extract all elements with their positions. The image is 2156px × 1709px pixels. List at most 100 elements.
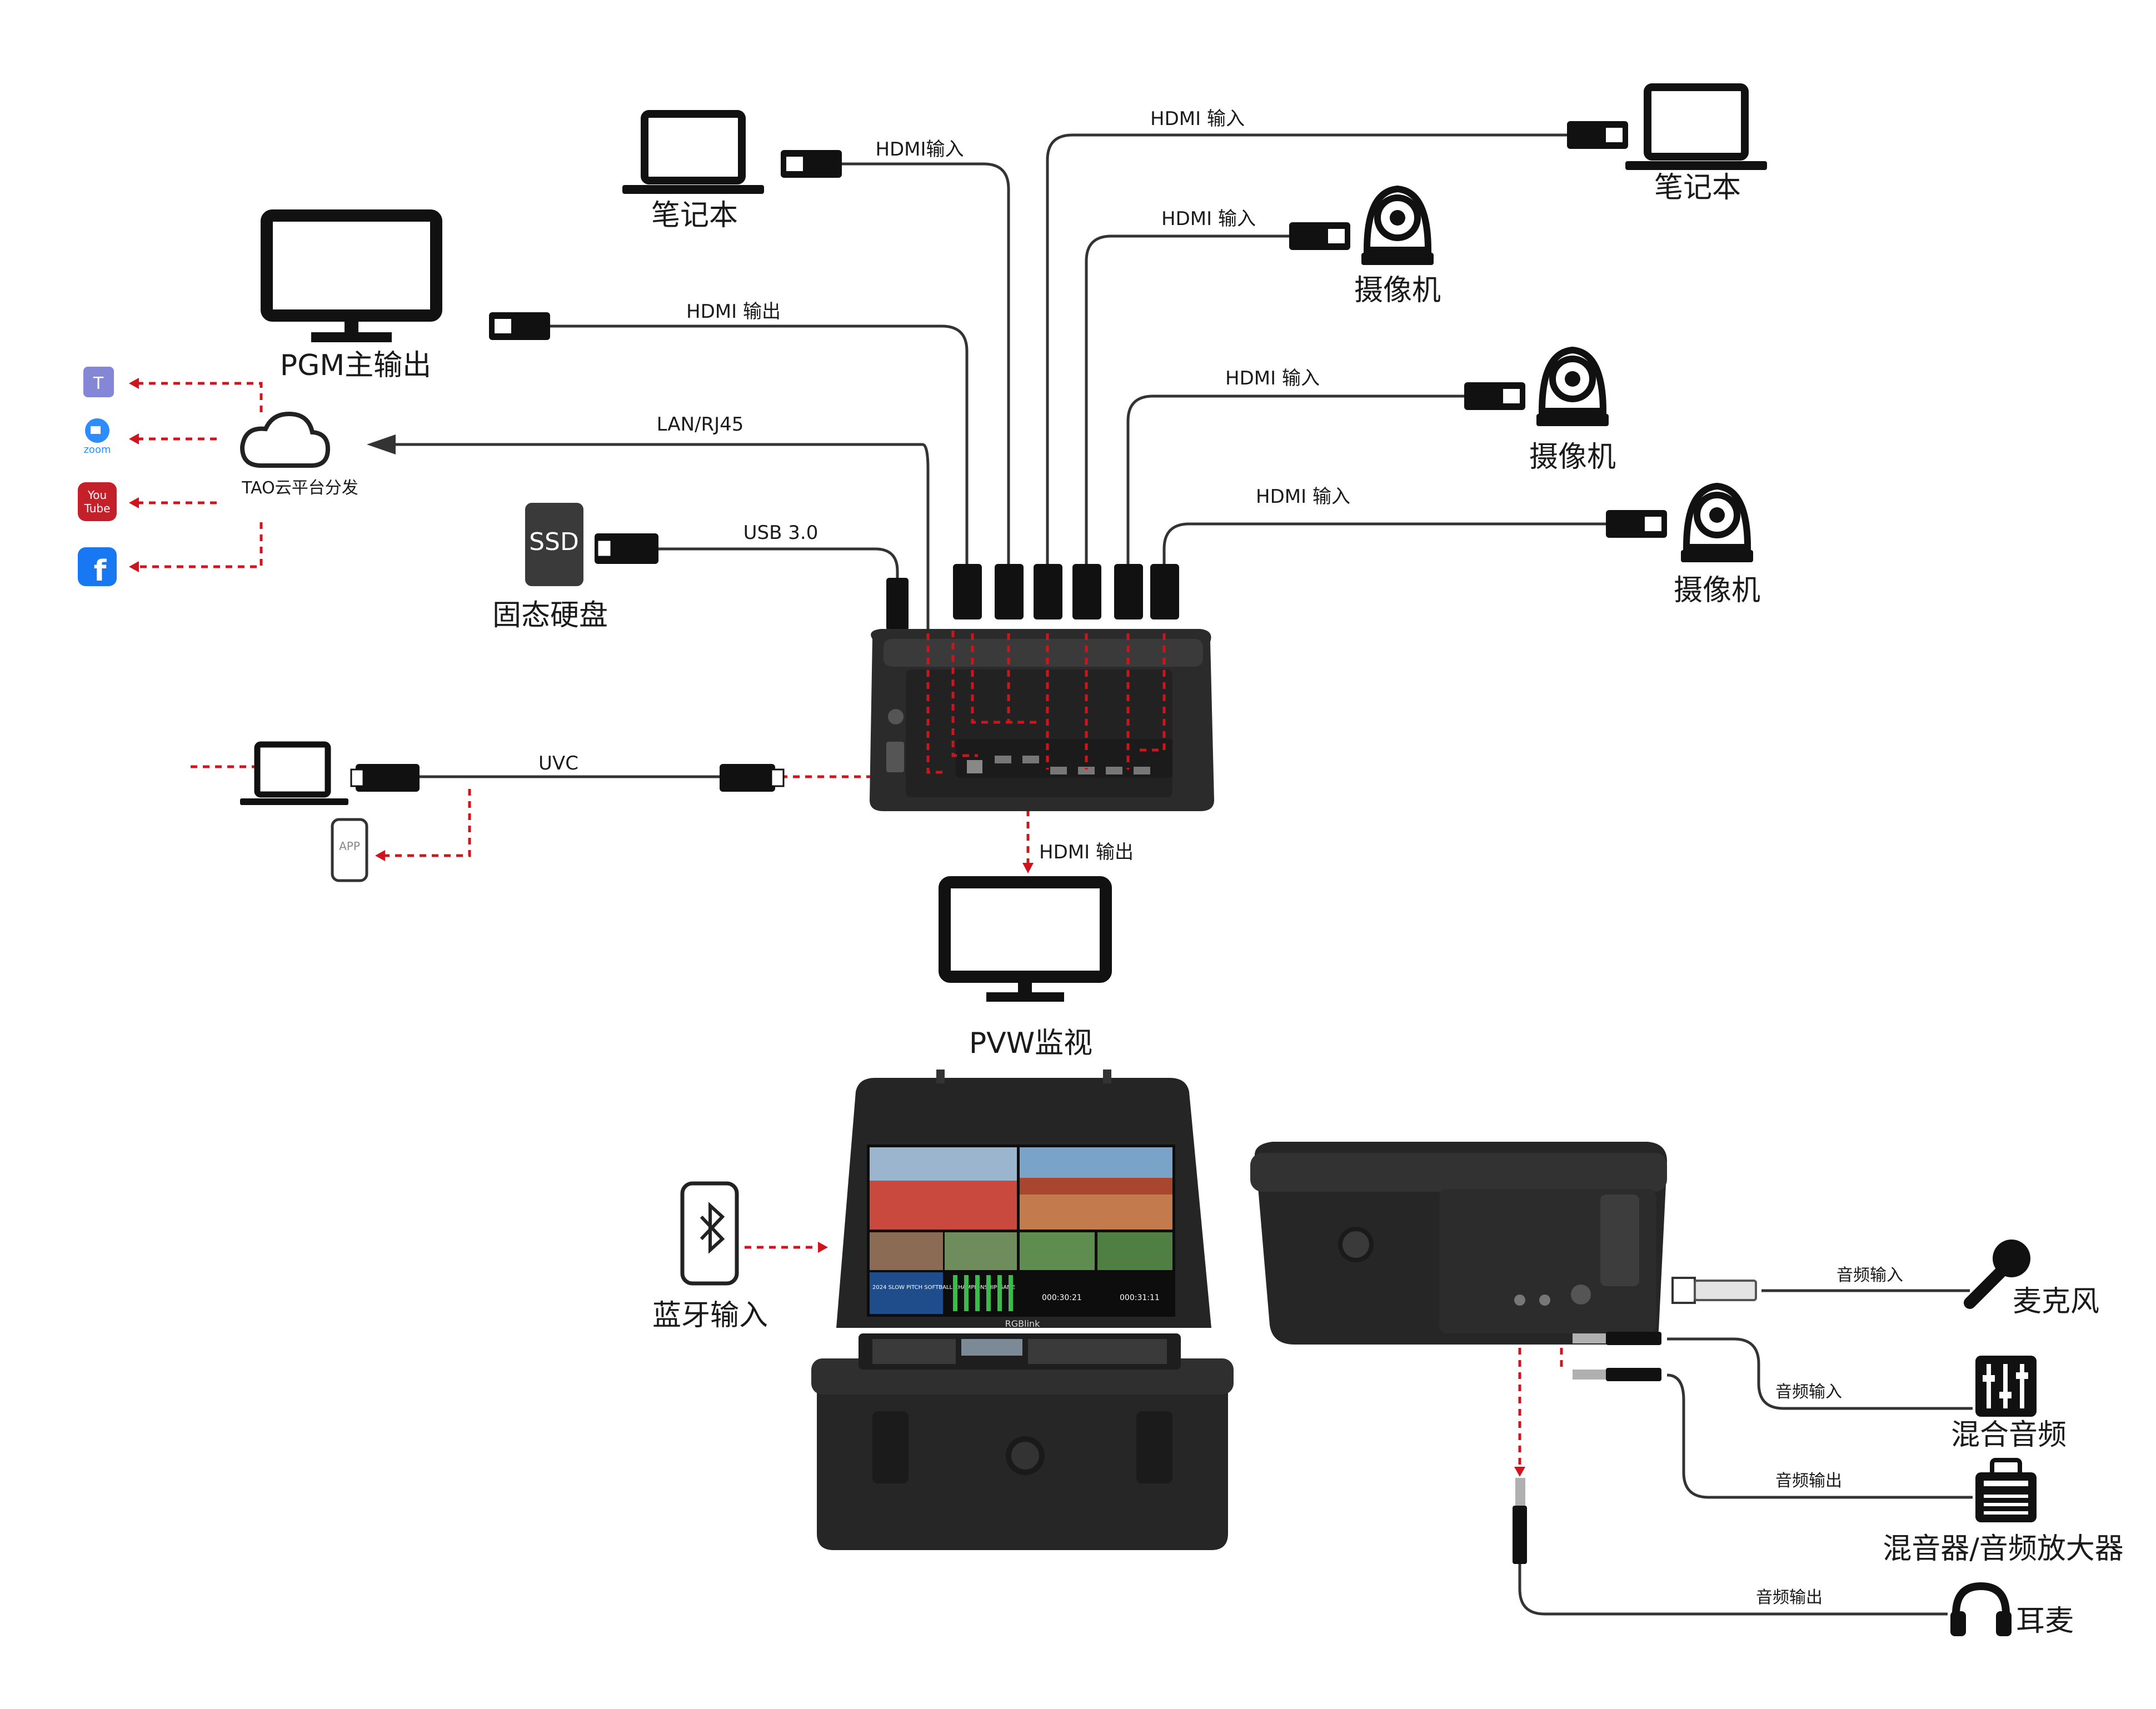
arrow-youtube-icon (129, 497, 139, 508)
mixer-amplifier: 混音器/音频放大器 (1883, 1458, 2124, 1566)
mixer-audio: 混合音频 (1951, 1356, 2067, 1452)
trs-plug-headset-icon (1513, 1478, 1527, 1564)
ptz-camera-icon (1681, 482, 1753, 562)
cable-laptop-right (1046, 133, 1570, 567)
monitor-icon (939, 876, 1112, 1002)
bluetooth-icon (700, 1202, 725, 1254)
svg-text:f: f (94, 554, 107, 588)
headset: 耳麦 (1950, 1582, 2074, 1638)
ptz-camera-icon (1536, 346, 1609, 426)
amplifier-icon (1975, 1458, 2037, 1522)
pgm-monitor: PGM主输出 (261, 209, 442, 382)
switcher-case-rear (870, 629, 1214, 811)
rear-signal-guides (926, 631, 1166, 774)
label-audio-out-headset: 音频输出 (1756, 1588, 1823, 1607)
pvw-monitor: PVW监视 (939, 876, 1112, 1060)
microphone-label: 麦克风 (2013, 1285, 2099, 1318)
cable-pgm-out (550, 324, 969, 567)
record-time-2: 000:31:11 (1120, 1293, 1160, 1302)
svg-text:You: You (87, 488, 107, 502)
signal-facebook (136, 522, 263, 568)
cloud-platform: TAO云平台分发 (239, 411, 358, 498)
mixer-amplifier-label: 混音器/音频放大器 (1883, 1532, 2124, 1566)
laptop-icon (240, 741, 348, 805)
app-phone: APP (331, 818, 368, 882)
uvc-plug-box-icon (720, 764, 785, 792)
laptop-icon (622, 110, 764, 194)
latch-icon (1338, 1227, 1374, 1262)
app-label: APP (339, 839, 360, 853)
label-hdmi-out-pgm: HDMI 输出 (686, 301, 781, 323)
laptop-right-label: 笔记本 (1654, 171, 1741, 204)
headphones-icon (1950, 1582, 2012, 1636)
cloud-icon (239, 411, 331, 468)
camera-3: 摄像机 (1674, 482, 1760, 607)
camera-3-label: 摄像机 (1674, 574, 1760, 607)
audio-meters-icon (953, 1275, 1013, 1311)
label-hdmi-in-laptop-left: HDMI输入 (875, 138, 964, 161)
arrow-pvw-icon (1022, 863, 1034, 873)
label-lan: LAN/RJ45 (657, 413, 744, 436)
control-panel-keys-icon (872, 1339, 1167, 1364)
camera-2-label: 摄像机 (1529, 441, 1616, 474)
mixer-audio-label: 混合音频 (1951, 1418, 2067, 1452)
lan-arrow-icon (367, 434, 396, 454)
hdmi-plug-laptop-left-icon (781, 150, 842, 178)
audio-connectors (1513, 1277, 1757, 1564)
hdmi-plug-laptop-right-icon (1567, 121, 1628, 149)
link-labels: HDMI输入 HDMI 输入 HDMI 输入 HDMI 输出 HDMI 输入 L… (538, 108, 1903, 1607)
arrow-app-icon (375, 850, 385, 861)
youtube-icon: You Tube (78, 482, 117, 521)
cloud-label: TAO云平台分发 (241, 478, 358, 498)
label-hdmi-in-camera-2: HDMI 输入 (1225, 367, 1320, 389)
label-usb: USB 3.0 (743, 522, 819, 544)
latch-icon (1006, 1436, 1045, 1475)
trs-plug-mixer-icon (1573, 1332, 1661, 1345)
streaming-platforms: T zoom You Tube f (78, 367, 117, 588)
arrow-zoom-icon (129, 433, 139, 444)
facebook-icon: f (78, 547, 117, 588)
trs-plug-amp-icon (1573, 1368, 1661, 1381)
screen-title: 2024 SLOW PITCH SOFTBALL CHAMPIONSHIP GA… (872, 1285, 1015, 1291)
ssd-chip-text: SSD (529, 528, 579, 556)
signal-teams (136, 382, 263, 412)
cable-usb (656, 547, 899, 586)
laptop-left-label: 笔记本 (651, 199, 738, 232)
signal-app (383, 789, 471, 857)
uvc-laptop (240, 741, 348, 805)
arrow-bluetooth-icon (818, 1242, 828, 1253)
svg-text:T: T (93, 374, 104, 393)
laptop-icon (1625, 83, 1767, 170)
usb-plug-box-icon (886, 578, 909, 631)
label-hdmi-out-pvw: HDMI 输出 (1039, 841, 1134, 863)
switcher-case-side (1250, 1142, 1667, 1345)
pgm-monitor-label: PGM主输出 (280, 349, 432, 382)
label-hdmi-in-camera-1: HDMI 输入 (1161, 208, 1256, 230)
cables (367, 133, 1973, 1616)
hdmi-connectors (350, 121, 1667, 792)
arrow-teams-icon (129, 378, 139, 389)
arrow-headset-icon (1514, 1467, 1525, 1477)
zoom-icon: zoom (83, 418, 111, 456)
hdmi-port-row-icon (953, 564, 1179, 619)
label-audio-in-mic: 音频输入 (1836, 1266, 1903, 1285)
bluetooth-phone: 蓝牙输入 (652, 1181, 768, 1332)
ssd-icon (525, 503, 583, 586)
label-audio-in-mixer: 音频输入 (1775, 1382, 1842, 1402)
cable-camera-1 (1085, 234, 1292, 567)
multiview-screen: 2024 SLOW PITCH SOFTBALL CHAMPIONSHIP GA… (867, 1145, 1175, 1317)
cable-mixer-audio (1667, 1337, 1973, 1410)
cable-mixer-amp (1666, 1373, 1973, 1499)
monitor-icon (261, 209, 442, 342)
hdmi-plug-camera-3-icon (1606, 510, 1667, 538)
svg-text:Tube: Tube (84, 502, 111, 515)
camera-1: 摄像机 (1354, 185, 1441, 307)
record-time-1: 000:30:21 (1042, 1293, 1082, 1302)
headset-label: 耳麦 (2016, 1605, 2074, 1638)
cable-laptop-left (842, 162, 1010, 567)
cable-headset (1518, 1561, 1948, 1616)
teams-icon: T (83, 367, 114, 397)
uvc-plug-laptop-icon (350, 764, 420, 792)
cable-camera-2 (1126, 394, 1467, 567)
